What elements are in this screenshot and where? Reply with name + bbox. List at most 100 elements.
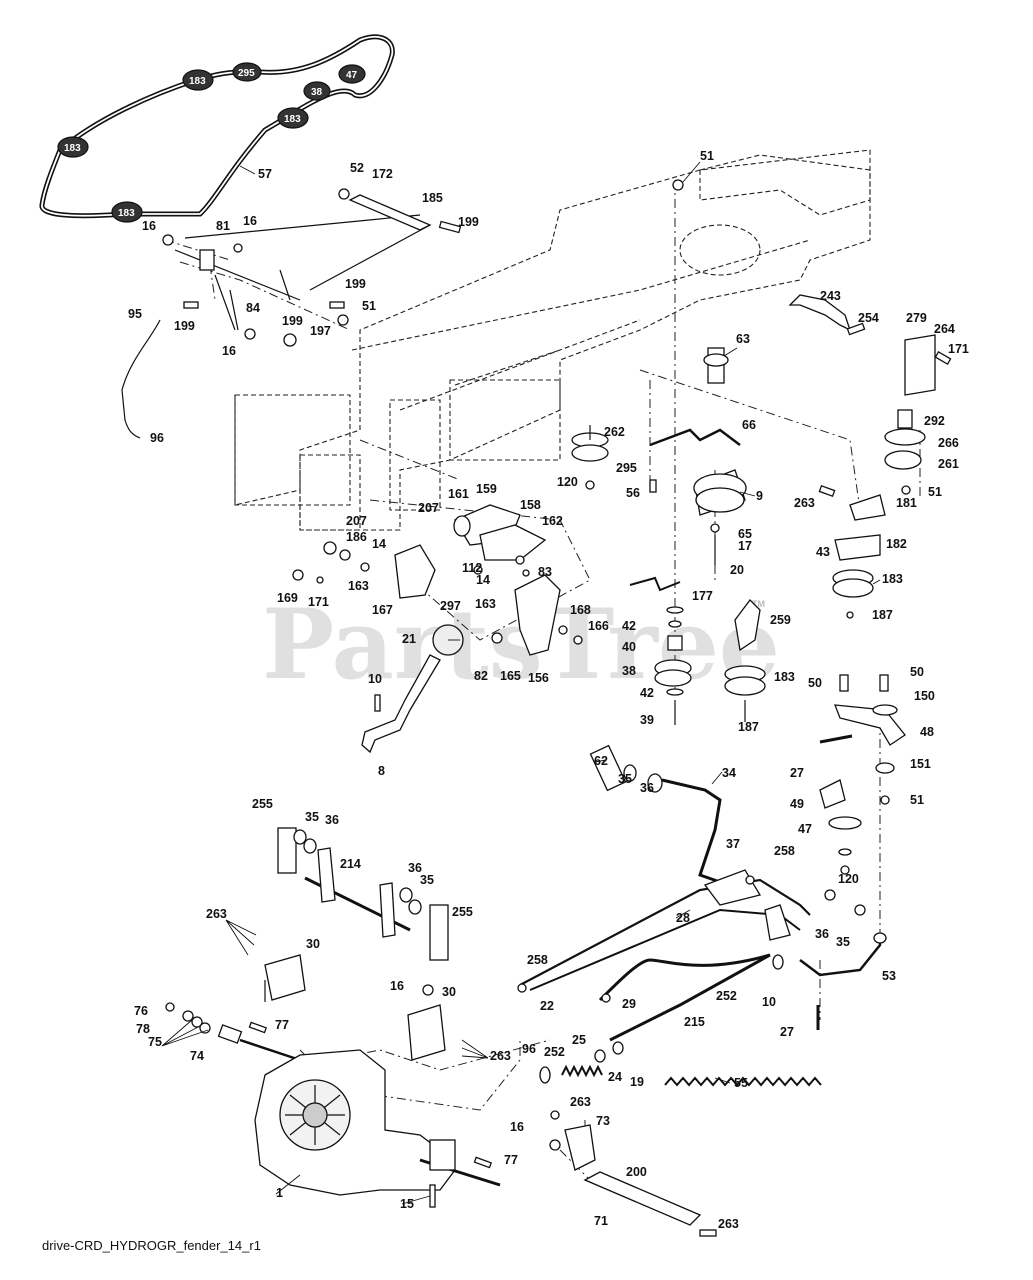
axle-washers-75 [165,1002,301,1062]
callout-label: 158 [520,498,541,512]
callout-label: 19 [630,1075,644,1089]
belt-pulley: 295 [232,62,262,82]
callout-label: 263 [718,1217,739,1231]
pivot-brackets-159-162 [453,504,547,561]
callout-label: 81 [216,219,230,233]
transaxle-1 [254,1049,501,1196]
callout-label: 51 [362,299,376,313]
engine-pulley-63 [703,347,729,384]
callout-label: 40 [622,640,636,654]
callout-label: 56 [626,486,640,500]
callout-label: 161 [448,487,469,501]
callout-label: 159 [476,482,497,496]
belt-pulley-label: 38 [311,87,323,98]
callout-label: 42 [622,619,636,633]
callout-label: 52 [350,161,364,175]
callout-label: 71 [594,1214,608,1228]
callout-label: 25 [572,1033,586,1047]
callout-label: 16 [390,979,404,993]
belt-pulley-label: 183 [118,208,135,219]
callout-label: 10 [762,995,776,1009]
callout-label: 199 [174,319,195,333]
callout-label: 261 [938,457,959,471]
callout-label: 51 [700,149,714,163]
callout-label: 279 [906,311,927,325]
bracket-264 [904,334,936,396]
bracket-30-left [264,954,306,1002]
callout-label: 165 [500,669,521,683]
callout-label: 57 [258,167,272,181]
callout-label: 9 [756,489,763,503]
callout-label: 15 [400,1197,414,1211]
belt-routing-diagram: 183 295 38 47 183 183 183 [39,34,395,223]
pulley-47 [819,779,862,856]
callout-label: 83 [538,565,552,579]
callout-label: 263 [490,1049,511,1063]
callout-label: 36 [408,861,422,875]
callout-label: 36 [815,927,829,941]
bracket-165-156 [514,574,561,656]
brake-link-71 [549,1124,702,1226]
callout-label: 49 [790,797,804,811]
callout-label: 34 [722,766,736,780]
callout-label: 255 [252,797,273,811]
idler-bracket-259 [734,599,761,652]
control-lever-34 [589,744,722,884]
callout-label: 50 [808,676,822,690]
belt-pulley: 183 [57,136,89,158]
callout-label: 199 [458,215,479,229]
callout-label: 17 [738,539,752,553]
callout-label: 258 [774,844,795,858]
callout-label: 167 [372,603,393,617]
pto-clutch-9 [693,469,747,516]
callout-label: 214 [340,857,361,871]
callout-label: 66 [742,418,756,432]
callout-label: 252 [716,989,737,1003]
callout-label: 171 [948,342,969,356]
callout-label: 156 [528,671,549,685]
belt-pulley: 183 [111,201,143,223]
callout-label: 255 [452,905,473,919]
belt-pulley-label: 183 [64,143,81,154]
callout-label: 47 [798,822,812,836]
callout-label: 295 [616,461,637,475]
pulley-38-stack [654,606,692,725]
callout-label: 168 [570,603,591,617]
spring-25 [561,1041,624,1078]
callout-label: 51 [910,793,924,807]
callout-label: 263 [794,496,815,510]
callout-label: 55 [734,1076,748,1090]
leader-lines [161,161,881,1205]
callout-label: 181 [896,496,917,510]
callout-label: 292 [924,414,945,428]
callout-label: 48 [920,725,934,739]
callout-label: 29 [622,997,636,1011]
belt-pulley: 183 [182,69,214,91]
callout-label: 186 [346,530,367,544]
belt-pulley: 183 [277,107,309,129]
callout-label: 112 [462,561,482,575]
callout-label: 151 [910,757,931,771]
callout-label: 16 [222,344,236,358]
callout-label: 207 [418,501,439,515]
callout-label: 169 [277,591,298,605]
callout-label: 76 [134,1004,148,1018]
callout-label: 24 [608,1070,622,1084]
belt-pulley-label: 295 [238,68,255,79]
callout-label: 162 [542,514,563,528]
callout-label: 16 [142,219,156,233]
callout-label: 263 [206,907,227,921]
callout-label: 42 [640,686,654,700]
belt-pulley-label: 183 [189,76,206,87]
callout-label: 163 [475,597,496,611]
callout-label: 166 [588,619,609,633]
callout-label: 266 [938,436,959,450]
belt-pulley-label: 47 [346,70,358,81]
idler-pulley-295 [571,425,609,462]
rod-53 [799,932,887,977]
cross-shaft-214 [277,827,449,961]
callout-label: 16 [243,214,257,228]
hardware-bolts [162,179,952,1237]
pulley-266-261 [884,409,926,470]
